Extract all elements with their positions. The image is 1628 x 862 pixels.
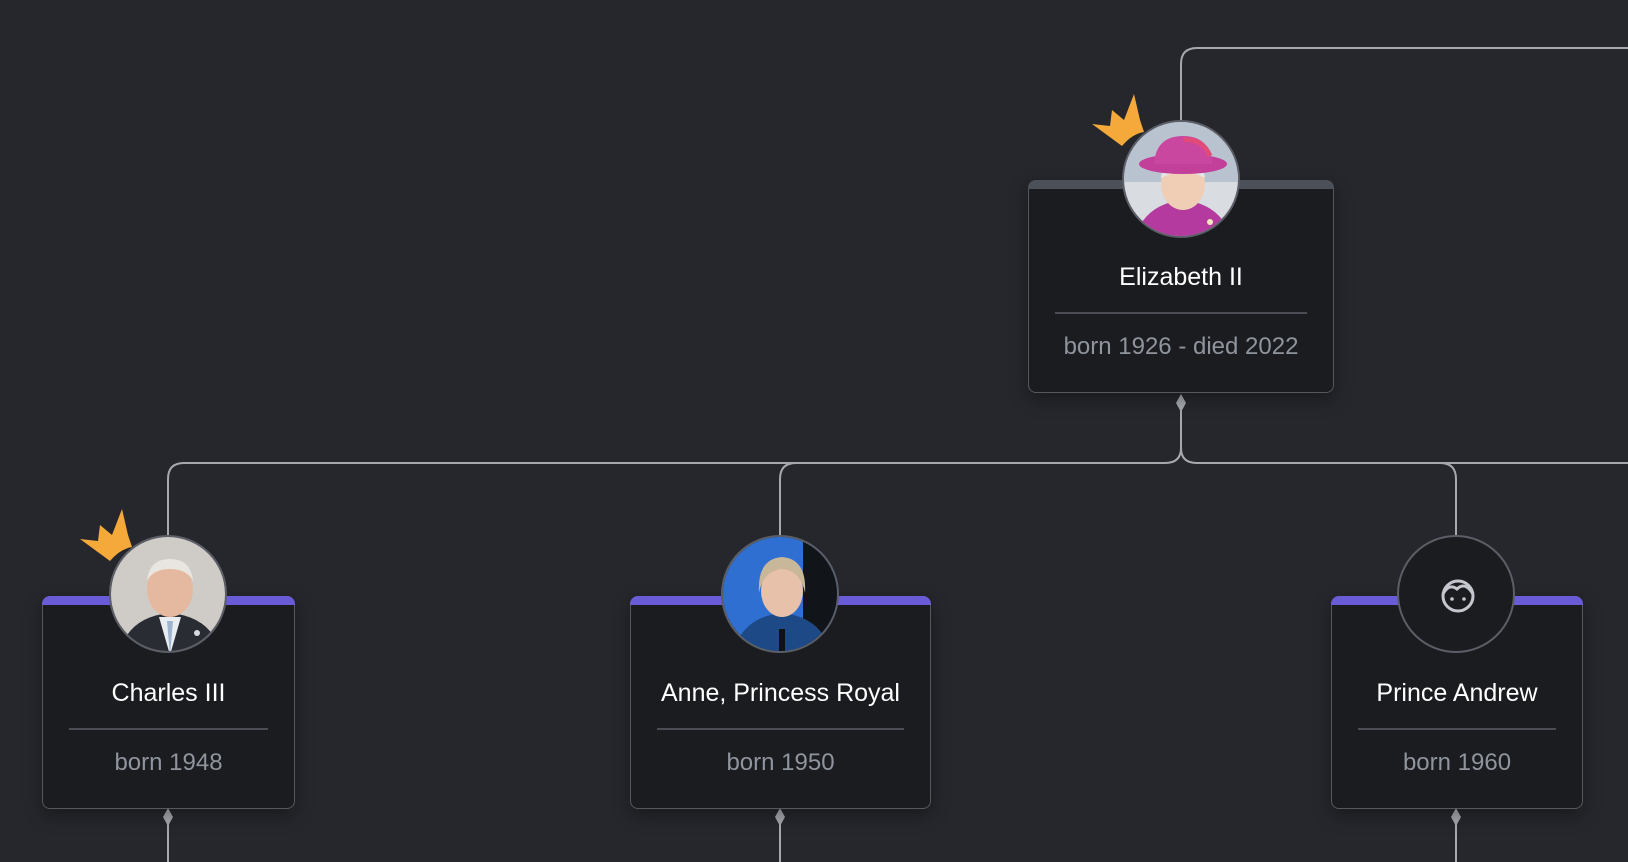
link-elizabeth-parent [1180, 47, 1628, 121]
person-name: Charles III [111, 679, 226, 707]
link-to-andrew [1180, 447, 1457, 535]
person-card-anne[interactable]: Anne, Princess Royal born 1950 [630, 596, 931, 809]
person-dates: born 1960 [1402, 749, 1512, 776]
avatar-andrew[interactable] [1397, 535, 1515, 653]
divider [69, 728, 268, 730]
divider [1358, 728, 1556, 730]
child-face-icon [1441, 579, 1475, 613]
person-name: Anne, Princess Royal [660, 679, 900, 707]
avatar-charles[interactable] [109, 535, 227, 653]
avatar-anne[interactable] [721, 535, 839, 653]
link-elizabeth-trunk [167, 410, 1182, 535]
person-name: Prince Andrew [1376, 679, 1538, 707]
person-name: Elizabeth II [1119, 263, 1243, 291]
connector-diamond [775, 808, 785, 826]
connector-diamond [1451, 808, 1461, 826]
connector-diamond [163, 808, 173, 826]
person-dates: born 1926 - died 2022 [1063, 333, 1299, 360]
crown-icon [1092, 94, 1144, 146]
divider [1055, 312, 1307, 314]
person-dates: born 1950 [726, 749, 835, 776]
person-dates: born 1948 [114, 749, 223, 776]
connector-diamond [1176, 394, 1186, 412]
link-to-anne [779, 462, 797, 535]
crown-icon [80, 509, 132, 561]
person-card-elizabeth[interactable]: Elizabeth II born 1926 - died 2022 [1028, 180, 1334, 393]
divider [657, 728, 904, 730]
